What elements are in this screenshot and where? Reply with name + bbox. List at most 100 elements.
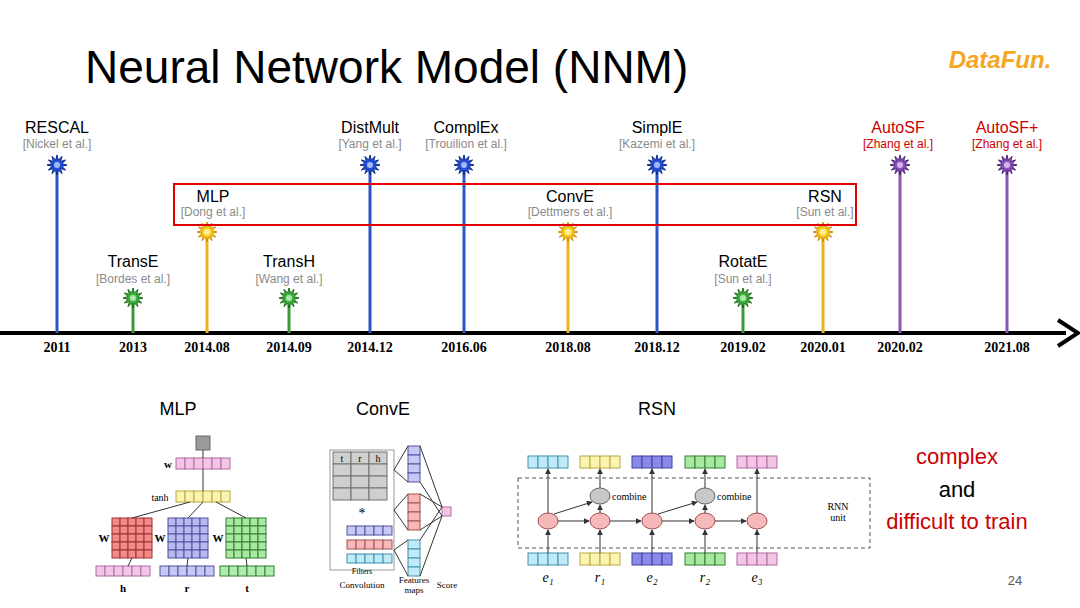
rnn-output-arrow xyxy=(548,469,549,513)
weight-matrix-h xyxy=(112,518,120,526)
w-vector xyxy=(194,458,203,469)
rnn-cell xyxy=(695,513,715,529)
star-highlight xyxy=(740,295,746,301)
input-embedding xyxy=(642,553,652,565)
label: combine xyxy=(612,491,646,502)
weight-matrix-h xyxy=(112,526,120,534)
weight-matrix-r xyxy=(168,534,176,542)
feature-map xyxy=(408,473,420,482)
combine-arrow xyxy=(705,505,706,513)
feature-map xyxy=(408,512,420,521)
mlp-link xyxy=(203,469,204,491)
t-vector xyxy=(265,566,274,576)
combine-node xyxy=(695,488,715,504)
model-node: MLP[Dong et al.] xyxy=(181,188,246,219)
label: * xyxy=(359,506,366,521)
weight-matrix-r xyxy=(192,518,200,526)
input-embedding xyxy=(652,553,662,565)
label: [Trouilion et al.] xyxy=(425,138,507,151)
star-highlight xyxy=(130,295,136,301)
milestone-line xyxy=(206,232,209,333)
weight-matrix-t xyxy=(258,550,266,558)
milestone-line xyxy=(899,165,902,333)
feature-map xyxy=(408,455,420,464)
filter xyxy=(365,540,374,549)
t-vector xyxy=(229,566,238,576)
r-vector xyxy=(187,566,196,576)
r-vector xyxy=(169,566,178,576)
t-vector xyxy=(238,566,247,576)
input-matrix xyxy=(333,476,351,488)
h-vector xyxy=(141,566,150,576)
w-vector xyxy=(203,458,212,469)
star-highlight xyxy=(461,162,467,168)
input-matrix xyxy=(333,488,351,500)
input-embedding xyxy=(538,553,548,565)
label: 2021.08 xyxy=(984,340,1030,355)
weight-matrix-h xyxy=(144,534,152,542)
mlp-link xyxy=(132,502,190,518)
h-vector xyxy=(96,566,105,576)
weight-matrix-h xyxy=(136,534,144,542)
label: ComplEx xyxy=(434,119,499,137)
label: e₂ xyxy=(646,570,657,585)
input-embedding xyxy=(662,553,672,565)
rnn-output-arrow xyxy=(652,469,653,513)
model-name: MLP xyxy=(181,188,246,206)
label: t xyxy=(341,453,344,464)
weight-matrix-h xyxy=(120,534,128,542)
label: SimplE xyxy=(632,119,683,137)
label: RSN xyxy=(638,400,676,420)
label: DistMult xyxy=(341,119,399,137)
label: TransH xyxy=(263,253,315,271)
weight-matrix-t xyxy=(250,534,258,542)
h-vector xyxy=(123,566,132,576)
tanh-vector xyxy=(185,491,194,502)
weight-matrix-r xyxy=(192,534,200,542)
weight-matrix-r xyxy=(168,518,176,526)
label: combine xyxy=(717,491,751,502)
mlp-link xyxy=(216,502,246,518)
input-matrix xyxy=(351,464,369,476)
weight-matrix-t xyxy=(258,526,266,534)
label: e₁ xyxy=(542,570,553,585)
weight-matrix-r xyxy=(184,534,192,542)
timeline-axis xyxy=(0,331,1066,335)
weight-matrix-t xyxy=(250,550,258,558)
output-embedding xyxy=(600,456,610,468)
star-highlight xyxy=(286,295,292,301)
milestone-star xyxy=(997,155,1017,175)
weight-matrix-t xyxy=(258,518,266,526)
weight-matrix-h xyxy=(136,518,144,526)
input-embedding xyxy=(548,553,558,565)
tanh-vector xyxy=(176,491,185,502)
r-vector xyxy=(196,566,205,576)
tanh-vector xyxy=(194,491,203,502)
label: 2014.12 xyxy=(347,340,393,355)
label: AutoSF+ xyxy=(976,119,1039,137)
label: r₂ xyxy=(700,570,710,585)
filter xyxy=(383,526,392,535)
score-link xyxy=(420,507,442,540)
combine-arrow xyxy=(658,502,697,514)
output-embedding xyxy=(705,456,715,468)
mlp-link xyxy=(203,450,204,458)
rnn-input-arrow xyxy=(548,530,549,553)
tanh-vector xyxy=(221,491,230,502)
rnn-state-arrow xyxy=(662,521,694,522)
label: 2018.12 xyxy=(634,340,680,355)
output-embedding xyxy=(737,456,747,468)
label: r₁ xyxy=(595,570,605,585)
weight-matrix-t xyxy=(250,518,258,526)
input-matrix xyxy=(351,452,369,464)
label: Score xyxy=(437,581,458,591)
label: 24 xyxy=(1008,574,1022,588)
label: 2016.06 xyxy=(441,340,487,355)
label: TransE xyxy=(108,253,159,271)
score-link xyxy=(420,494,442,507)
weight-matrix-t xyxy=(258,534,266,542)
filter xyxy=(365,526,374,535)
label: DataFun. xyxy=(949,47,1052,73)
label: 2020.02 xyxy=(877,340,923,355)
weight-matrix-t xyxy=(242,542,250,550)
